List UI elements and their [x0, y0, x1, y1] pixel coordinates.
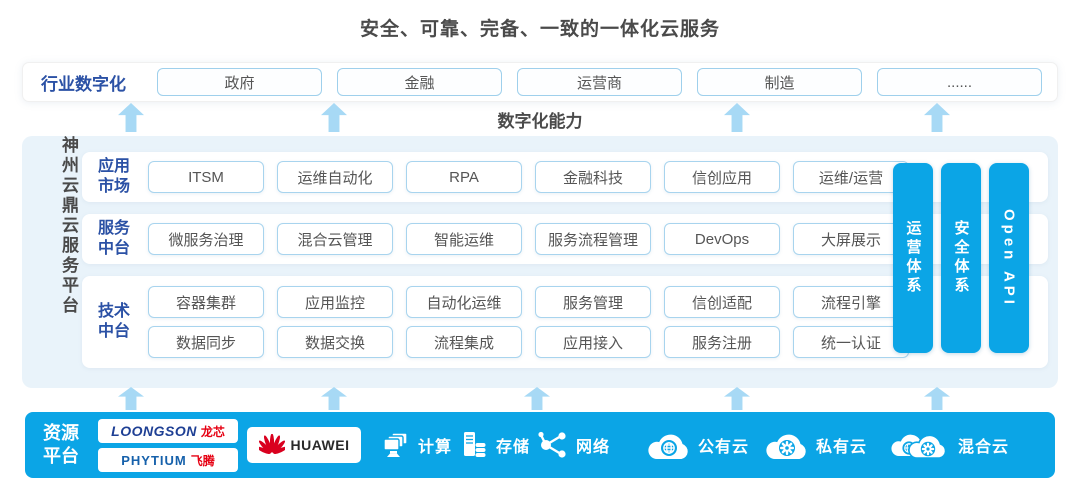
loongson-logo: LOONGSON 龙芯 [98, 419, 238, 443]
service-storage: 存储 [459, 412, 530, 478]
capability-chip: 运维自动化 [277, 161, 393, 193]
capability-chip: 混合云管理 [277, 223, 393, 255]
network-icon [538, 431, 566, 458]
service-network: 网络 [537, 412, 610, 478]
industry-row-label: 行业数字化 [41, 74, 126, 94]
capability-chip: 统一认证 [793, 326, 909, 358]
cloud-platform-panel: 神州云鼎云服务平台 应用市场 ITSM 运维自动化 RPA 金融科技 信创应用 … [22, 136, 1058, 388]
capability-chip: 运维/运营 [793, 161, 909, 193]
up-arrow-icon [321, 103, 347, 132]
industry-box-finance: 金融 [337, 68, 502, 96]
up-arrow-icon [321, 387, 347, 410]
capability-chip: 数据同步 [148, 326, 264, 358]
capability-chip: RPA [406, 161, 522, 193]
phytium-logo: PHYTIUM 飞腾 [98, 448, 238, 472]
industry-box-more: ...... [877, 68, 1042, 96]
capability-chip: 信创适配 [664, 286, 780, 318]
capability-chip: 微服务治理 [148, 223, 264, 255]
open-api-pillar: Open API [989, 163, 1029, 353]
resource-platform-bar: 资源平台 LOONGSON 龙芯 PHYTIUM 飞腾 [25, 412, 1055, 478]
service-public-cloud: 公有云 [645, 412, 749, 478]
capability-chip: 流程集成 [406, 326, 522, 358]
digital-capability-label: 数字化能力 [497, 112, 583, 131]
up-arrow-icon [524, 387, 550, 410]
tech-middleware-label: 技术中台 [98, 303, 131, 340]
app-market-row: 应用市场 ITSM 运维自动化 RPA 金融科技 信创应用 运维/运营 [82, 152, 1048, 202]
app-market-items: ITSM 运维自动化 RPA 金融科技 信创应用 运维/运营 [148, 161, 909, 193]
hybrid-cloud-icon [891, 434, 947, 459]
capability-chip: 容器集群 [148, 286, 264, 318]
industry-box-manufacturing: 制造 [697, 68, 862, 96]
security-system-pillar: 安全体系 [941, 163, 981, 353]
capability-chip: 服务管理 [535, 286, 651, 318]
industry-items: 政府 金融 运营商 制造 ...... [157, 68, 1042, 96]
capability-chip: 应用监控 [277, 286, 393, 318]
capability-chip: DevOps [664, 223, 780, 255]
up-arrow-icon [724, 387, 750, 410]
industry-digitalization-row: 行业数字化 政府 金融 运营商 制造 ...... [22, 62, 1058, 102]
app-market-label: 应用市场 [98, 158, 131, 195]
capability-chip: 服务注册 [664, 326, 780, 358]
huawei-flower-icon [258, 434, 285, 454]
public-cloud-icon [648, 434, 688, 459]
industry-box-government: 政府 [157, 68, 322, 96]
storage-icon [464, 432, 486, 457]
capability-chip: 大屏展示 [793, 223, 909, 255]
compute-icon [383, 432, 408, 457]
cpu-vendor-logos: LOONGSON 龙芯 PHYTIUM 飞腾 [98, 419, 238, 472]
service-hybrid-cloud: 混合云 [889, 412, 1009, 478]
up-arrow-icon [924, 103, 950, 132]
huawei-logo: HUAWEI [247, 427, 361, 463]
private-cloud-icon [766, 434, 806, 459]
resource-platform-label: 资源平台 [43, 422, 79, 466]
service-middleware-row: 服务中台 微服务治理 混合云管理 智能运维 服务流程管理 DevOps 大屏展示 [82, 214, 1048, 264]
capability-chip: 信创应用 [664, 161, 780, 193]
capability-chip: 服务流程管理 [535, 223, 651, 255]
capability-chip: 数据交换 [277, 326, 393, 358]
tech-middleware-row: 技术中台 容器集群 应用监控 自动化运维 服务管理 信创适配 流程引擎 数据同步… [82, 276, 1048, 368]
service-compute: 计算 [381, 412, 452, 478]
service-middleware-label: 服务中台 [98, 220, 131, 257]
up-arrow-icon [924, 387, 950, 410]
capability-chip: 金融科技 [535, 161, 651, 193]
up-arrow-icon [118, 387, 144, 410]
capability-chip: 应用接入 [535, 326, 651, 358]
platform-name: 神州云鼎云服务平台 [59, 136, 78, 316]
service-middleware-items: 微服务治理 混合云管理 智能运维 服务流程管理 DevOps 大屏展示 [148, 223, 909, 255]
operations-system-pillar: 运营体系 [893, 163, 933, 353]
up-arrow-icon [118, 103, 144, 132]
page-title: 安全、可靠、完备、一致的一体化云服务 [359, 19, 720, 40]
capability-chip: 流程引擎 [793, 286, 909, 318]
up-arrow-icon [724, 103, 750, 132]
capability-chip: 自动化运维 [406, 286, 522, 318]
capability-chip: ITSM [148, 161, 264, 193]
service-private-cloud: 私有云 [763, 412, 867, 478]
capability-chip: 智能运维 [406, 223, 522, 255]
tech-middleware-items: 容器集群 应用监控 自动化运维 服务管理 信创适配 流程引擎 数据同步 数据交换… [148, 286, 909, 358]
industry-box-operator: 运营商 [517, 68, 682, 96]
